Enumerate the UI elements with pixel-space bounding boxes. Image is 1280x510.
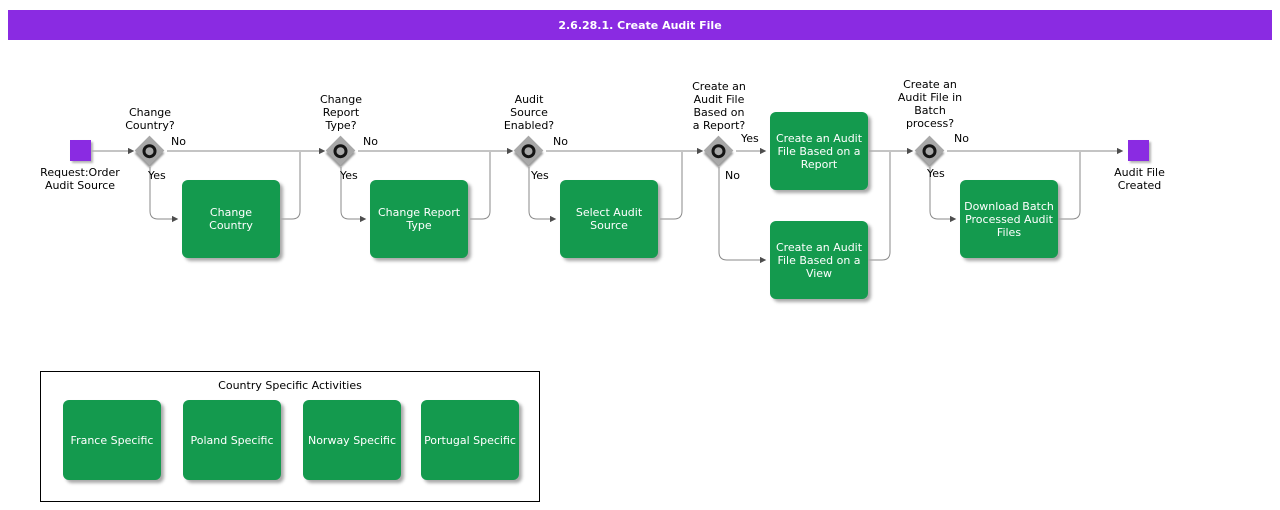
decision-batch-process-yes: Yes (927, 167, 945, 180)
decision-change-country-yes: Yes (148, 169, 166, 182)
decision-based-on-report-yes: Yes (741, 132, 759, 145)
activity-change-country[interactable]: Change Country (182, 180, 280, 258)
edge-d5-yes (929, 167, 957, 223)
end-node (1128, 140, 1149, 161)
end-node-label: Audit File Created (1114, 166, 1165, 192)
diagram-title: 2.6.28.1. Create Audit File (558, 18, 722, 32)
edge-change-report-merge (470, 152, 491, 220)
decision-ring-icon (139, 140, 160, 161)
decision-ring-icon (518, 140, 539, 161)
decision-audit-source-enabled-yes: Yes (531, 169, 549, 182)
decision-change-country-no: No (171, 135, 186, 148)
decision-ring-icon (708, 140, 729, 161)
decision-audit-source-enabled-no: No (553, 135, 568, 148)
activity-audit-file-report[interactable]: Create an Audit File Based on a Report (770, 112, 868, 190)
decision-based-on-report-no: No (725, 169, 740, 182)
decision-based-on-report-label: Create an Audit File Based on a Report? (692, 80, 746, 132)
decision-batch-process-no: No (954, 132, 969, 145)
activity-poland-specific[interactable]: Poland Specific (183, 400, 281, 480)
activity-download-batch-files[interactable]: Download Batch Processed Audit Files (960, 180, 1058, 258)
activity-norway-specific[interactable]: Norway Specific (303, 400, 401, 480)
country-specific-panel-title: Country Specific Activities (218, 379, 362, 392)
start-node-label: Request:Order Audit Source (40, 166, 120, 192)
country-specific-panel: Country Specific Activities France Speci… (40, 371, 540, 502)
decision-change-report-type-no: No (363, 135, 378, 148)
edge-change-country-merge (280, 152, 301, 220)
decision-batch-process-label: Create an Audit File in Batch process? (897, 78, 963, 130)
activity-france-specific[interactable]: France Specific (63, 400, 161, 480)
edge-download-merge (1058, 152, 1081, 220)
start-node (70, 140, 91, 161)
edge-d2-yes (340, 167, 367, 223)
edge-select-source-merge (660, 152, 683, 220)
diagram-title-bar: 2.6.28.1. Create Audit File (8, 10, 1272, 40)
decision-ring-icon (330, 140, 351, 161)
decision-ring-icon (919, 140, 940, 161)
decision-audit-source-enabled-label: Audit Source Enabled? (503, 93, 555, 132)
edge-d3-yes (528, 167, 557, 223)
decision-change-report-type-label: Change Report Type? (319, 93, 363, 132)
decision-change-report-type-yes: Yes (340, 169, 358, 182)
edge-d4-no (718, 167, 767, 264)
edge-view-merge (868, 152, 891, 261)
activity-portugal-specific[interactable]: Portugal Specific (421, 400, 519, 480)
edge-d1-yes (149, 167, 179, 223)
activity-select-audit-source[interactable]: Select Audit Source (560, 180, 658, 258)
activity-audit-file-view[interactable]: Create an Audit File Based on a View (770, 221, 868, 299)
decision-change-country-label: Change Country? (125, 106, 175, 132)
activity-change-report-type[interactable]: Change Report Type (370, 180, 468, 258)
